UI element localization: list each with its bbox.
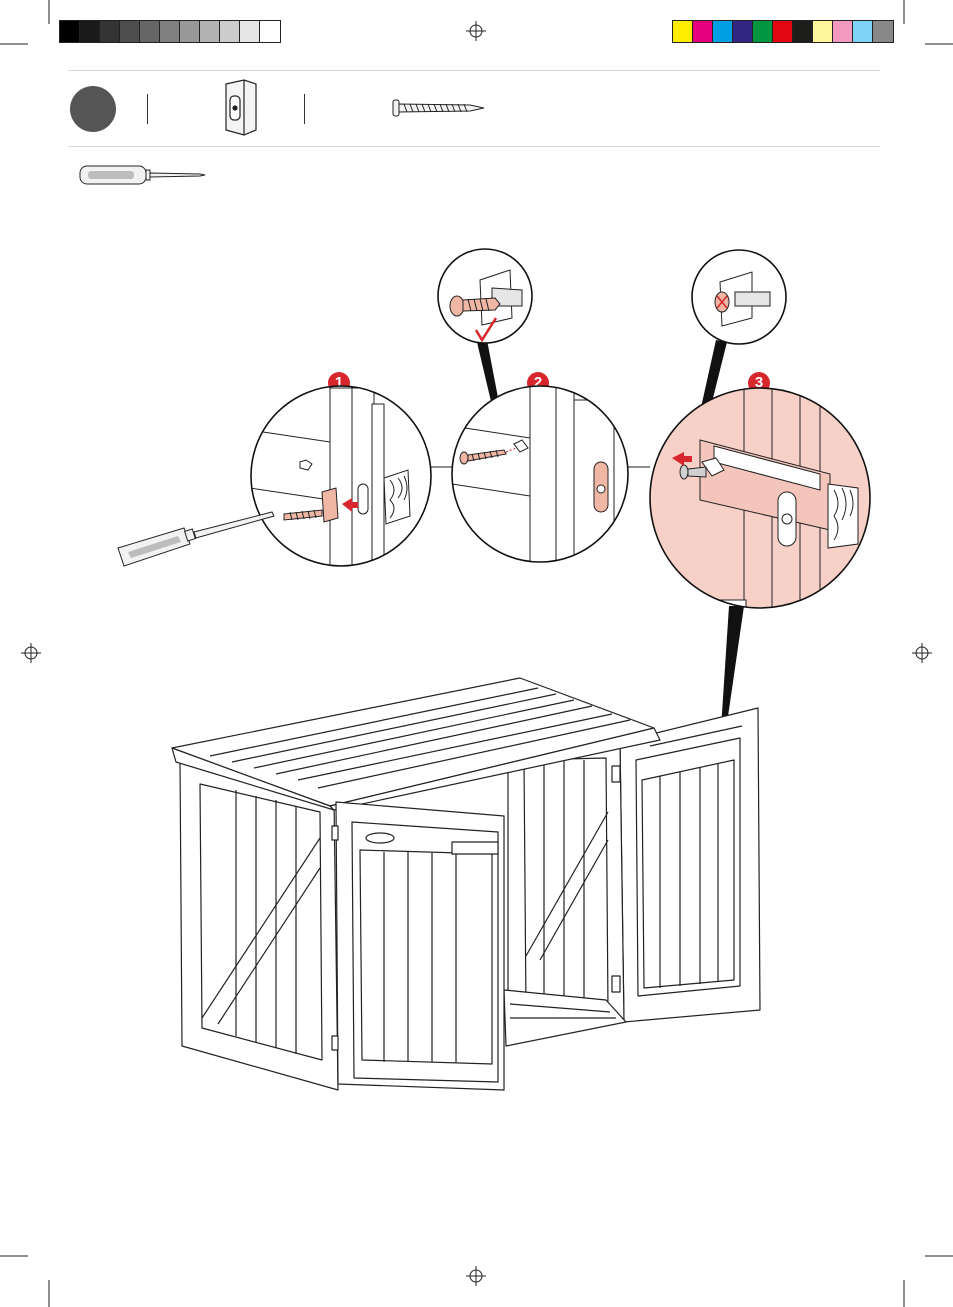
detail-circle-2 xyxy=(452,386,628,566)
detail-circle-1 xyxy=(250,386,431,578)
registration-mark xyxy=(21,21,932,1286)
screwdriver-icon xyxy=(80,166,205,184)
detail-circle-3 xyxy=(650,388,870,608)
screwdriver-icon xyxy=(118,512,274,566)
connector-clip-icon xyxy=(226,80,256,135)
screw-icon xyxy=(393,100,484,116)
storage-shed-illustration xyxy=(172,678,760,1090)
